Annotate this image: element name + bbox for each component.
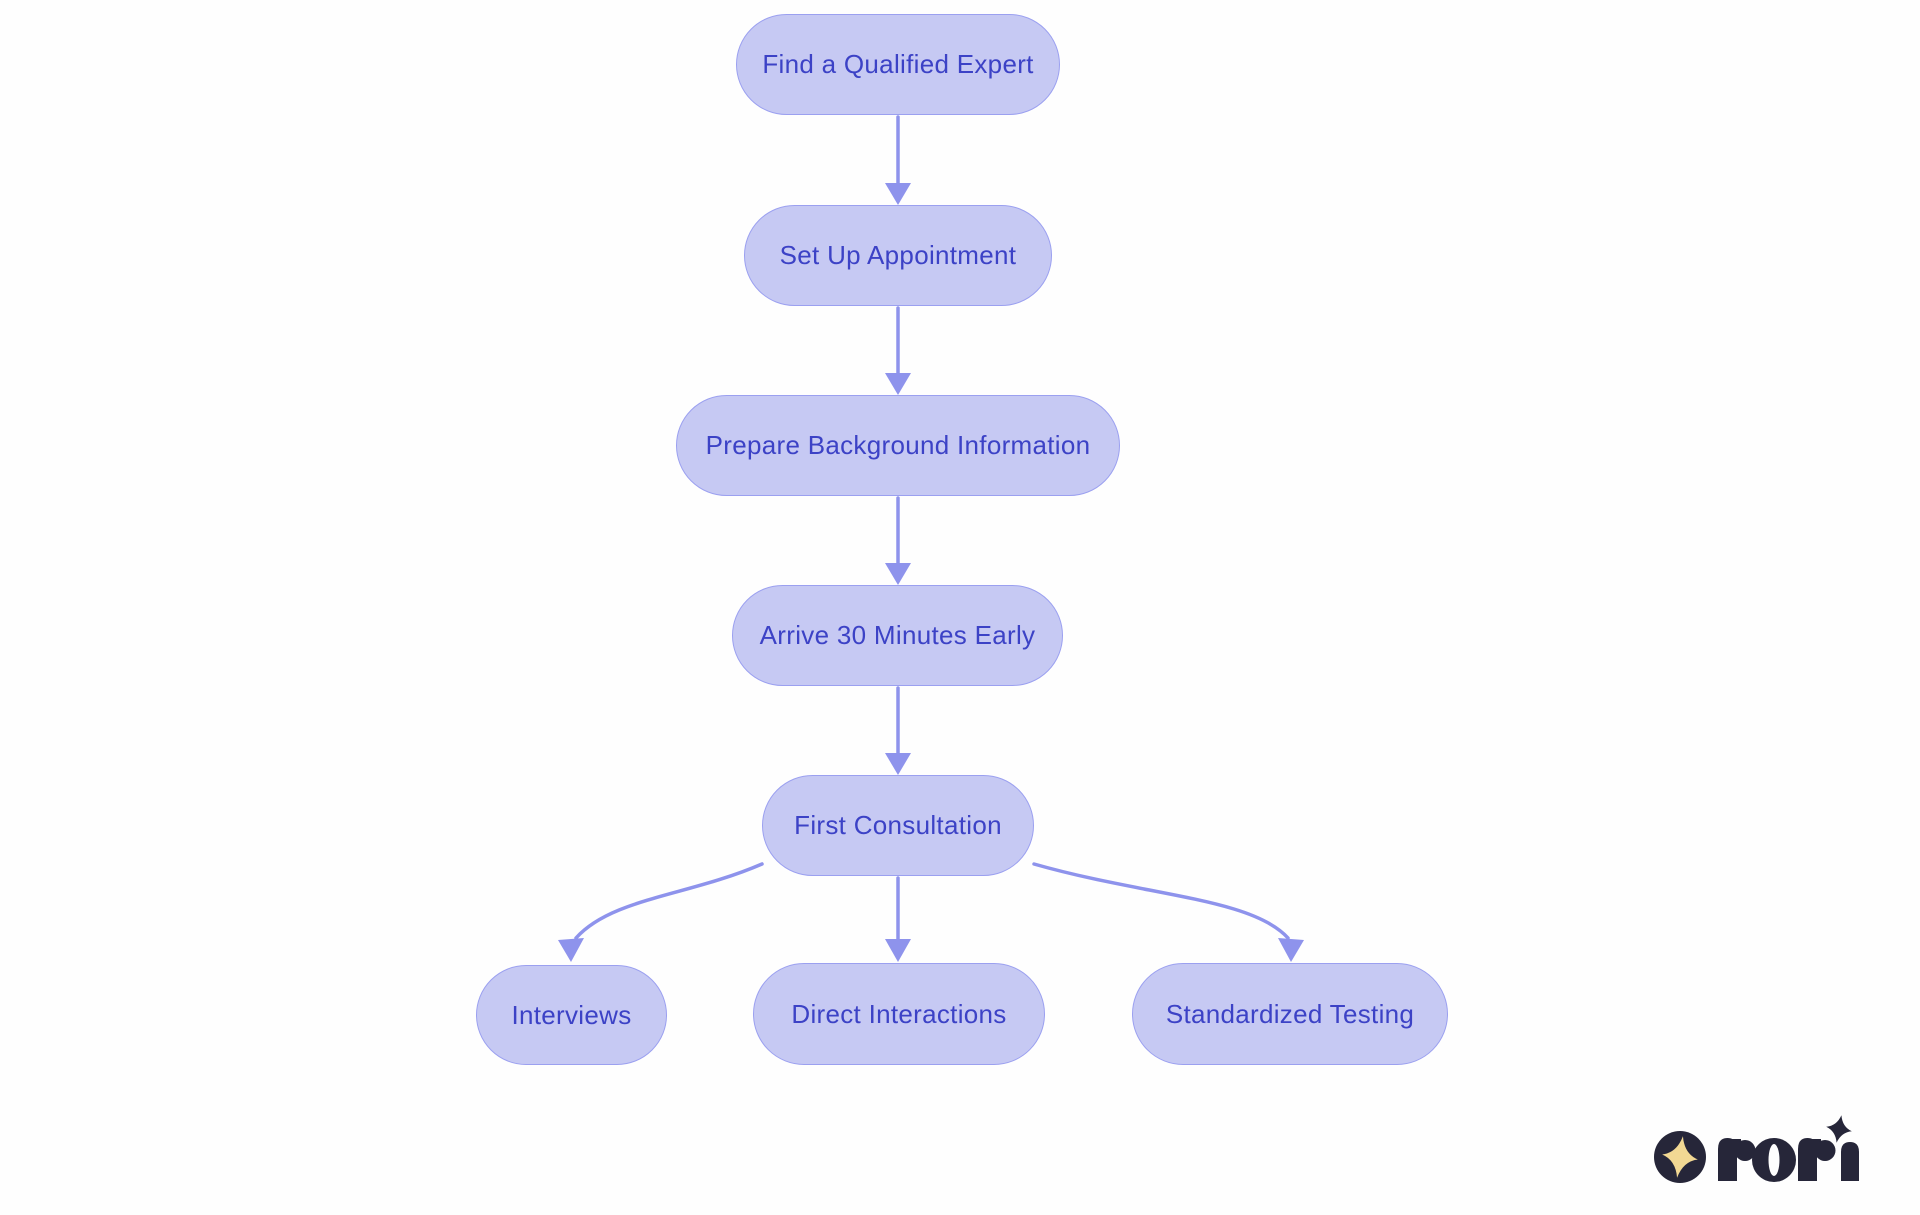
sparkle-icon (1662, 1136, 1698, 1178)
arrow-first-consultation-to-direct-interactions (885, 876, 911, 962)
node-label: Interviews (511, 999, 632, 1030)
flow-node-standardized-testing: Standardized Testing (1132, 963, 1448, 1065)
flow-node-first-consultation: First Consultation (762, 775, 1034, 876)
rori-logo[interactable] (1650, 1106, 1872, 1196)
arrow-arrive-early-to-first-consultation (885, 686, 911, 775)
arrow-first-consultation-to-interviews (558, 862, 764, 962)
node-label: Direct Interactions (791, 998, 1007, 1029)
sparkle-dot-icon (1826, 1115, 1852, 1143)
sparkle-circle-icon (1654, 1131, 1706, 1183)
flow-node-find-a-qualified-expert: Find a Qualified Expert (736, 14, 1060, 115)
flow-node-prepare-background-information: Prepare Background Information (676, 395, 1120, 496)
node-label: Set Up Appointment (779, 240, 1017, 270)
node-label: Arrive 30 Minutes Early (759, 620, 1036, 650)
flow-node-arrive-30-minutes-early: Arrive 30 Minutes Early (732, 585, 1063, 686)
node-label: Find a Qualified Expert (762, 49, 1034, 79)
node-label: Standardized Testing (1165, 998, 1415, 1029)
flow-node-set-up-appointment: Set Up Appointment (744, 205, 1052, 306)
node-label: First Consultation (794, 810, 1002, 840)
logo-wordmark (1718, 1115, 1859, 1182)
flow-node-direct-interactions: Direct Interactions (753, 963, 1045, 1065)
node-label: Prepare Background Information (705, 430, 1091, 460)
arrow-find-expert-to-set-up-appointment (885, 115, 911, 205)
arrow-set-up-appointment-to-prepare-background (885, 306, 911, 395)
arrow-prepare-background-to-arrive-early (885, 496, 911, 585)
arrow-first-consultation-to-standardized-testing (1032, 862, 1304, 962)
flow-node-interviews: Interviews (476, 965, 667, 1065)
